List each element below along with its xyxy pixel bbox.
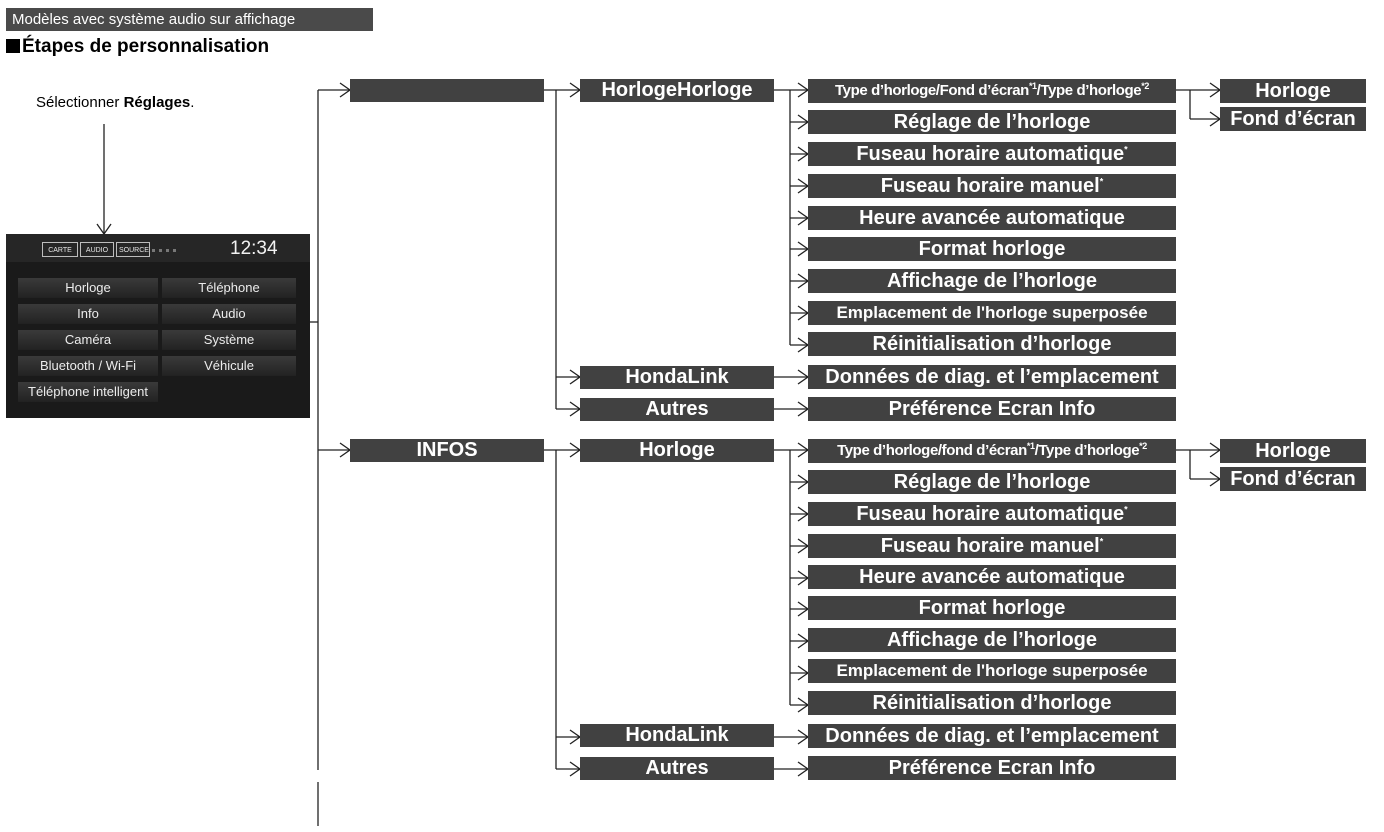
- g1-fond-ecran-option-box: Fond d’écran: [1220, 107, 1366, 131]
- g2-format-horloge-box: Format horloge: [808, 596, 1176, 620]
- screen-item-horloge: Horloge: [18, 278, 158, 298]
- settings-screen-thumbnail: CARTE AUDIO SOURCE 12:34 Horloge Télépho…: [6, 234, 310, 418]
- screen-tab-audio: AUDIO: [80, 242, 114, 257]
- screen-item-bluetooth-wifi: Bluetooth / Wi-Fi: [18, 356, 158, 376]
- g2-fuseau-auto-box: Fuseau horaire automatique*: [808, 502, 1176, 526]
- g1-reinitialisation-box: Réinitialisation d’horloge: [808, 332, 1176, 356]
- g2-fuseau-manuel-box: Fuseau horaire manuel*: [808, 534, 1176, 558]
- screen-item-systeme: Système: [162, 330, 296, 350]
- screen-item-info: Info: [18, 304, 158, 324]
- g2-reinitialisation-box: Réinitialisation d’horloge: [808, 691, 1176, 715]
- g1-horloge-box: HorlogeHorloge: [580, 79, 774, 102]
- g2-preference-ecran-box: Préférence Ecran Info: [808, 756, 1176, 780]
- instruction-text: Sélectionner Réglages.: [36, 94, 195, 111]
- g1-hondalink-box: HondaLink: [580, 366, 774, 389]
- g2-fond-ecran-option-box: Fond d’écran: [1220, 467, 1366, 491]
- g1-type-horloge-box: Type d’horloge/Fond d’écran*1/Type d’hor…: [808, 79, 1176, 103]
- screen-item-vehicule: Véhicule: [162, 356, 296, 376]
- g1-preference-ecran-box: Préférence Ecran Info: [808, 397, 1176, 421]
- g1-horloge-option-box: Horloge: [1220, 79, 1366, 103]
- screen-status-bar: [6, 234, 310, 262]
- g2-type-horloge-box: Type d’horloge/fond d’écran*1/Type d’hor…: [808, 439, 1176, 463]
- square-bullet-icon: [6, 39, 20, 53]
- g2-emplacement-horloge-box: Emplacement de l'horloge superposée: [808, 659, 1176, 683]
- screen-item-telephone-intelligent: Téléphone intelligent: [18, 382, 158, 402]
- g1-affichage-horloge-box: Affichage de l’horloge: [808, 269, 1176, 293]
- g1-reglage-horloge-box: Réglage de l’horloge: [808, 110, 1176, 134]
- g1-fuseau-auto-box: Fuseau horaire automatique*: [808, 142, 1176, 166]
- g2-affichage-horloge-box: Affichage de l’horloge: [808, 628, 1176, 652]
- g2-reglage-horloge-box: Réglage de l’horloge: [808, 470, 1176, 494]
- g1-autres-box: Autres: [580, 398, 774, 421]
- g2-donnees-diag-box: Données de diag. et l’emplacement: [808, 724, 1176, 748]
- g2-horloge-option-box: Horloge: [1220, 439, 1366, 463]
- screen-tab-source: SOURCE: [116, 242, 150, 257]
- g1-heure-avancee-box: Heure avancée automatique: [808, 206, 1176, 230]
- g2-horloge-box: Horloge: [580, 439, 774, 462]
- g2-infos-box: INFOS: [350, 439, 544, 462]
- g1-fuseau-manuel-box: Fuseau horaire manuel*: [808, 174, 1176, 198]
- g2-heure-avancee-box: Heure avancée automatique: [808, 565, 1176, 589]
- screen-item-camera: Caméra: [18, 330, 158, 350]
- g2-autres-box: Autres: [580, 757, 774, 780]
- section-title: Étapes de personnalisation: [6, 36, 269, 58]
- screen-clock: 12:34: [230, 238, 278, 259]
- g1-donnees-diag-box: Données de diag. et l’emplacement: [808, 365, 1176, 389]
- screen-item-audio: Audio: [162, 304, 296, 324]
- screen-tab-carte: CARTE: [42, 242, 78, 257]
- models-header: Modèles avec système audio sur affichage: [6, 8, 373, 31]
- g1-format-horloge-box: Format horloge: [808, 237, 1176, 261]
- g1-emplacement-horloge-box: Emplacement de l'horloge superposée: [808, 301, 1176, 325]
- g2-hondalink-box: HondaLink: [580, 724, 774, 747]
- g1-level1-box: [350, 79, 544, 102]
- screen-item-telephone: Téléphone: [162, 278, 296, 298]
- screen-signal-dots: [152, 249, 178, 252]
